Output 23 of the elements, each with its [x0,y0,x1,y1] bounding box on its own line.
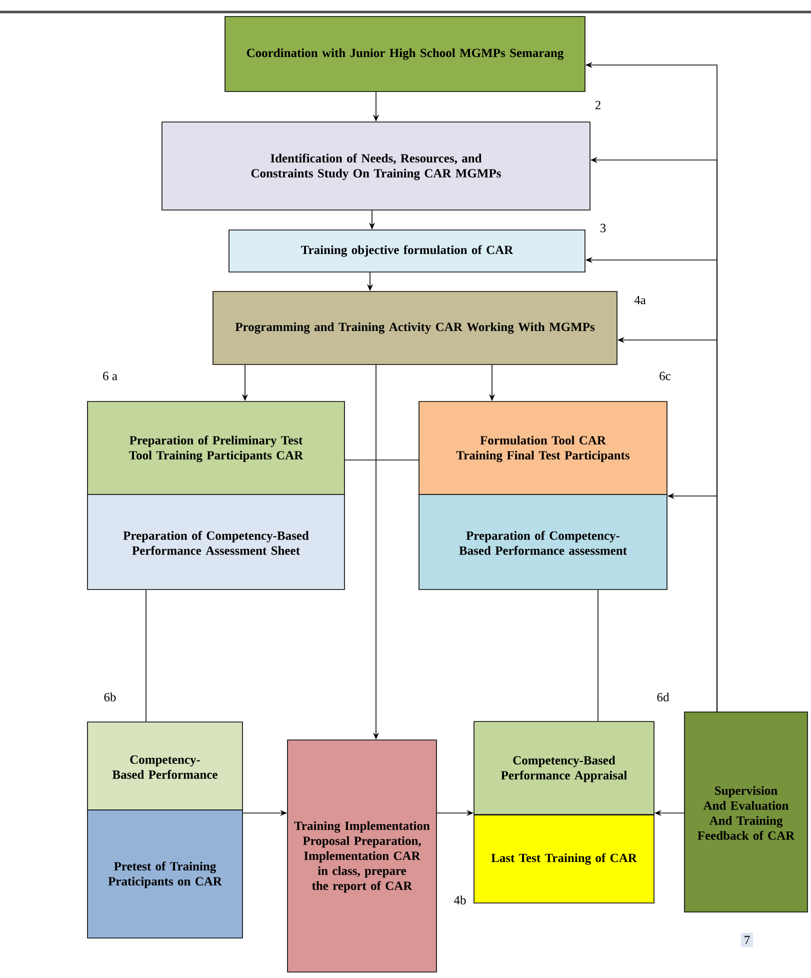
process-box: Pretest of Training Praticipants on CAR [87,810,243,938]
process-box: Training Implementation Proposal Preparation, Implementation CAR in class, prepare the report of CAR [287,740,437,972]
process-box: Preparation of Competency-Based Performance Assessment Sheet [87,494,345,590]
process-box: Programming and Training Activity CAR Working With MGMPs [212,291,618,365]
process-box: Coordination with Junior High School MGMPs Semarang [224,16,586,92]
step-number: 4a [634,296,646,304]
step-number: 6d [657,692,670,702]
step-number: 6 a [103,372,118,380]
process-box: Formulation Tool CAR Training Final Test Participants [418,401,668,495]
process-box: Last Test Training of CAR [474,814,654,904]
process-box: Supervision And Evaluation And Training Feedback of CAR [684,712,808,912]
step-number: 7 [740,932,754,948]
process-box: Identification of Needs, Resources, and Constraints Study On Training CAR MGMPs [162,122,590,210]
process-box: Competency-Based Performance Appraisal [474,721,654,815]
step-number: 6b [104,692,116,702]
process-box: Competency-Based Performance [87,722,243,810]
step-number: 3 [600,224,606,232]
step-number: 2 [595,100,600,110]
step-number: 4b [454,896,466,904]
process-box: Training objective formulation of CAR [228,230,586,272]
step-number: 6c [660,372,670,380]
process-box: Preparation of Competency-Based Performance assessment [418,494,668,590]
process-box: Preparation of Preliminary Test Tool Training Participants CAR [87,401,345,495]
